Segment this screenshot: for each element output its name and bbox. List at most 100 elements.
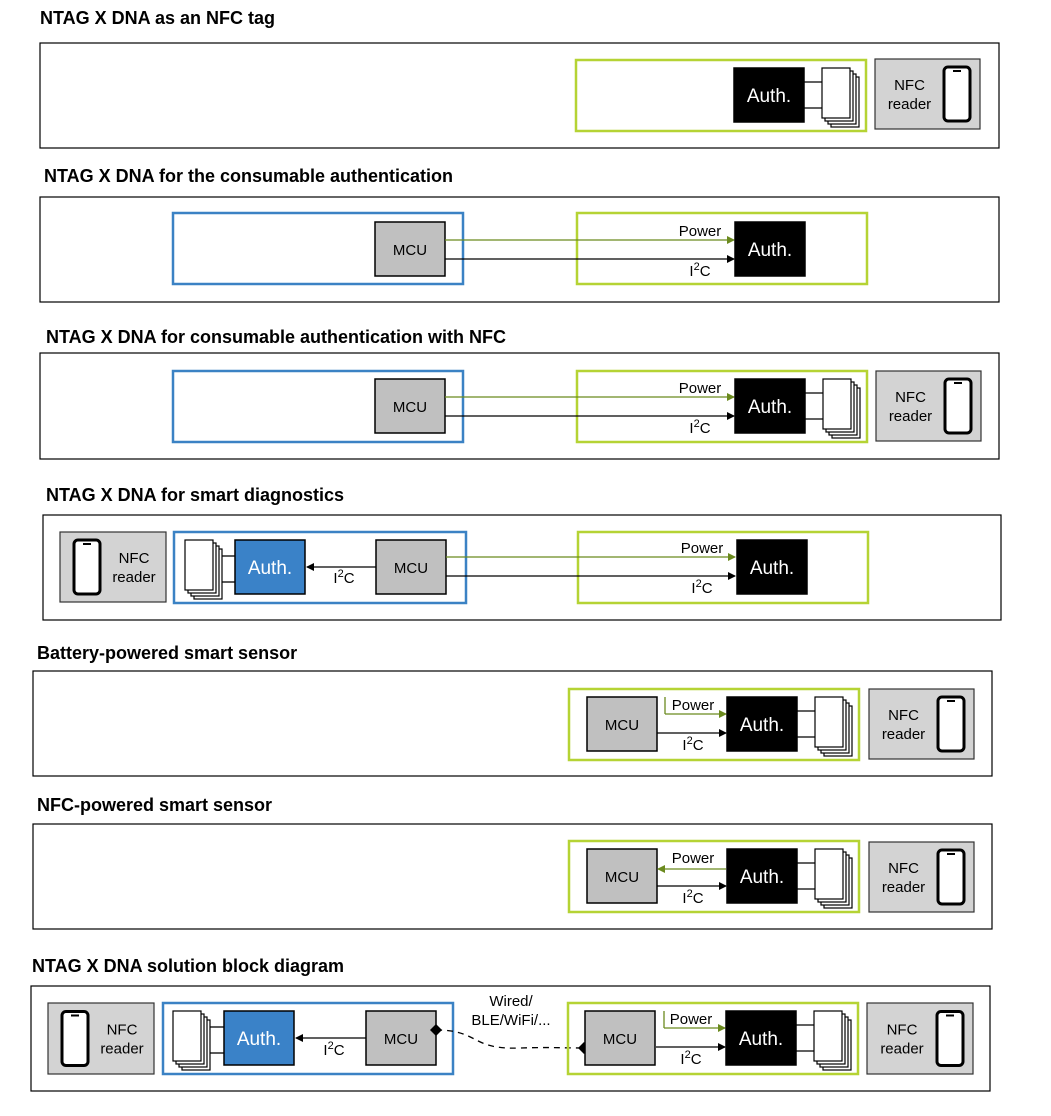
power-label: Power — [679, 380, 722, 397]
section-title-consumable-auth: NTAG X DNA for the consumable authentica… — [44, 166, 454, 186]
nfc-antenna-icon — [184, 539, 223, 600]
nfc-reader-label-1: NFC — [107, 1022, 138, 1039]
i2c-label: I2C — [682, 735, 703, 754]
power-label: Power — [670, 1011, 713, 1028]
nfc-reader: NFC reader — [868, 688, 975, 760]
mcu-label: MCU — [393, 242, 427, 259]
mcu-box — [375, 539, 447, 595]
phone-icon — [72, 538, 102, 596]
section-title-nfc-sensor: NFC-powered smart sensor — [37, 795, 273, 815]
i2c-label: I2C — [691, 578, 712, 597]
auth-label: Auth. — [739, 1029, 783, 1050]
mcu-box — [584, 1010, 656, 1066]
power-label: Power — [672, 850, 715, 867]
phone-icon — [936, 848, 966, 906]
power-label: Power — [681, 540, 724, 557]
i2c-label: I2C — [333, 568, 354, 587]
section-title-block-diagram: NTAG X DNA solution block diagram — [32, 956, 345, 976]
phone-speaker — [946, 1014, 954, 1017]
antenna-loop — [172, 1010, 202, 1062]
auth-chip: Auth. — [726, 696, 798, 752]
power-label: Power — [672, 697, 715, 714]
auth-box — [725, 1010, 797, 1066]
section-frame — [30, 985, 991, 1092]
wired-label-2: BLE/WiFi/... — [471, 1012, 550, 1029]
ntag-module-frame — [567, 687, 861, 762]
nfc-reader-label-2: reader — [880, 1041, 923, 1058]
nfc-reader-label-1: NFC — [888, 707, 919, 724]
phone-speaker — [947, 853, 955, 855]
auth-label: Auth. — [748, 397, 792, 418]
mcu-box — [374, 378, 446, 434]
section-title-consumable-auth-nfc: NTAG X DNA for consumable authentication… — [46, 327, 507, 347]
nfc-reader-label-2: reader — [100, 1041, 143, 1058]
mcu-chip: MCU — [584, 1010, 656, 1066]
host-frame — [171, 211, 465, 286]
ntag-module-frame — [574, 58, 868, 133]
nfc-antenna-icon — [821, 67, 860, 128]
ntag-module-frame — [575, 211, 869, 286]
mcu-chip: MCU — [586, 848, 658, 904]
auth-chip: Auth. — [736, 539, 808, 595]
section-frame — [32, 670, 993, 777]
nfc-reader-label-1: NFC — [119, 550, 150, 567]
section-frame — [39, 352, 1000, 460]
antenna-loop — [813, 1010, 843, 1062]
mcu-box — [586, 696, 658, 752]
power-label: Power — [679, 223, 722, 240]
mcu-box — [374, 221, 446, 277]
section-frame — [39, 42, 1000, 149]
mcu-label: MCU — [605, 717, 639, 734]
host-frame — [161, 1001, 455, 1076]
section-frame — [39, 196, 1000, 303]
mcu-chip: MCU — [374, 378, 446, 434]
auth-chip: Auth. — [223, 1010, 295, 1066]
nfc-reader-label-1: NFC — [895, 389, 926, 406]
mcu-label: MCU — [603, 1031, 637, 1048]
auth-label: Auth. — [750, 558, 794, 579]
nfc-reader-label-2: reader — [882, 726, 925, 743]
mcu-chip: MCU — [375, 539, 447, 595]
auth-label: Auth. — [248, 558, 292, 579]
link-endpoint-icon — [430, 1024, 442, 1036]
mcu-label: MCU — [384, 1031, 418, 1048]
auth-label: Auth. — [748, 240, 792, 261]
phone-speaker — [953, 70, 961, 72]
auth-chip: Auth. — [734, 221, 806, 277]
auth-box — [726, 696, 798, 752]
section-frame — [32, 823, 993, 930]
auth-label: Auth. — [740, 715, 784, 736]
mcu-box — [586, 848, 658, 904]
phone-speaker — [83, 543, 91, 545]
i2c-label: I2C — [323, 1040, 344, 1059]
phone-speaker — [954, 382, 962, 384]
section-title-nfc-tag: NTAG X DNA as an NFC tag — [40, 8, 276, 28]
nfc-reader-label-2: reader — [112, 569, 155, 586]
auth-box — [734, 378, 806, 434]
auth-box — [733, 67, 805, 123]
antenna-loop — [184, 539, 214, 591]
auth-box — [734, 221, 806, 277]
phone-icon — [935, 1010, 965, 1067]
nfc-reader: NFC reader — [59, 531, 167, 603]
auth-label: Auth. — [237, 1029, 281, 1050]
phone-speaker — [947, 700, 955, 702]
i2c-label: I2C — [689, 261, 710, 280]
auth-box — [736, 539, 808, 595]
mcu-chip: MCU — [365, 1010, 437, 1066]
nfc-antenna-icon — [813, 1010, 852, 1071]
mcu-chip: MCU — [586, 696, 658, 752]
nfc-antenna-icon — [822, 378, 861, 439]
phone-speaker — [71, 1014, 79, 1017]
ntag-module-frame — [576, 530, 870, 605]
auth-chip: Auth. — [726, 848, 798, 904]
phone-icon — [60, 1010, 90, 1067]
nfc-antenna-icon — [172, 1010, 211, 1071]
antenna-loop — [821, 67, 851, 119]
mcu-label: MCU — [394, 560, 428, 577]
auth-box — [726, 848, 798, 904]
auth-chip: Auth. — [725, 1010, 797, 1066]
